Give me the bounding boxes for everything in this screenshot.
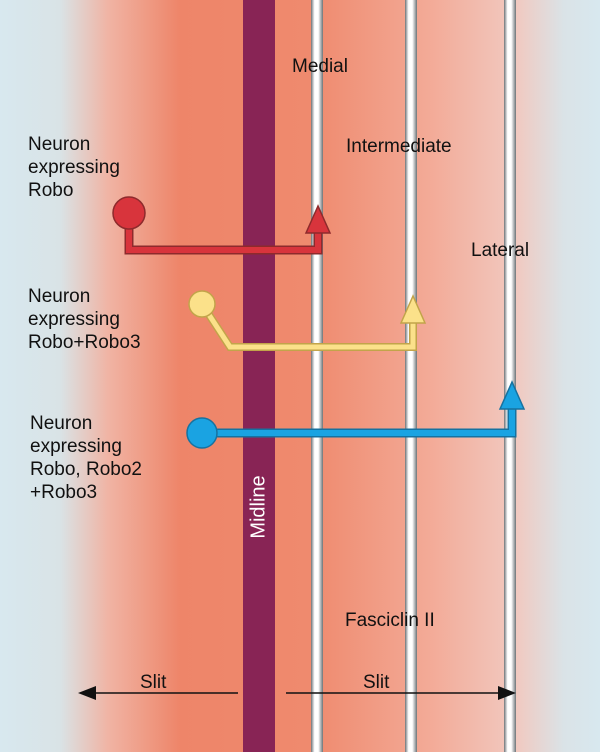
robo-robo3-arrowhead <box>399 294 427 324</box>
robo-arrowhead <box>304 204 332 234</box>
intermediate-tract <box>405 0 417 752</box>
midline-band <box>243 0 275 752</box>
robo-robo3-neuron-soma <box>188 290 216 318</box>
robo-robo2-robo3-neuron-path <box>186 380 526 449</box>
lateral-label: Lateral <box>471 240 530 261</box>
robo-neuron-path <box>112 196 332 255</box>
robo-robo3-neuron-label: Neuron expressing Robo+Robo3 <box>28 285 141 354</box>
label-line: +Robo3 <box>30 482 98 503</box>
label-line: Robo+Robo3 <box>28 332 141 353</box>
label-line: Robo, Robo2 <box>30 459 142 480</box>
robo-robo2-robo3-neuron-soma <box>186 417 218 449</box>
slit-right-label: Slit <box>363 672 390 693</box>
label-line: expressing <box>28 309 120 330</box>
robo-neuron-soma <box>112 196 146 230</box>
fasciclin-label: Fasciclin II <box>345 610 435 631</box>
label-line: Robo <box>28 180 74 201</box>
label-line: expressing <box>30 436 122 457</box>
medial-tract <box>311 0 323 752</box>
midline-label: Midline <box>247 475 270 539</box>
robo-robo3-neuron-path <box>188 290 427 351</box>
slit-left-label: Slit <box>140 672 167 693</box>
label-line: expressing <box>28 157 120 178</box>
label-line: Neuron <box>30 413 93 434</box>
label-line: Neuron <box>28 134 91 155</box>
robo-robo2-robo3-arrowhead <box>498 380 526 410</box>
intermediate-label: Intermediate <box>346 136 452 157</box>
robo-neuron-label: Neuron expressing Robo <box>28 133 120 202</box>
label-line: Neuron <box>28 286 91 307</box>
slit-right-arrow <box>286 686 516 700</box>
slit-left-arrow <box>78 686 238 700</box>
lateral-tract <box>504 0 516 752</box>
robo-robo2-robo3-neuron-label: Neuron expressing Robo, Robo2 +Robo3 <box>30 412 142 504</box>
medial-label: Medial <box>292 56 348 77</box>
